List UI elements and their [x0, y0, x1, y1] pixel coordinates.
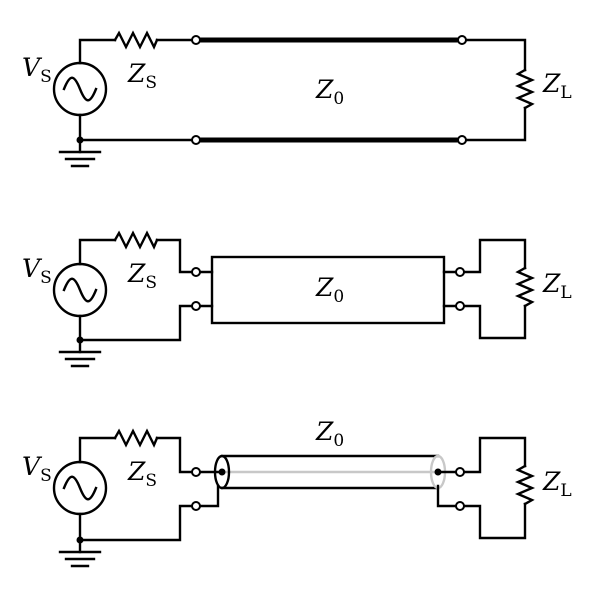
wire-source-top-1	[78, 38, 117, 65]
label-vs-2: VS	[22, 254, 52, 288]
ac-wave-icon	[62, 475, 98, 501]
resistor-zl-3	[514, 464, 536, 506]
wire-load-bottom-3	[460, 502, 527, 540]
terminal	[191, 501, 201, 511]
voltage-source-1	[52, 61, 108, 117]
label-zl-1: ZL	[542, 69, 572, 103]
ground-icon-3	[58, 536, 102, 568]
resistor-zs-1	[113, 30, 159, 50]
label-z0-2: Z0	[315, 273, 344, 307]
terminal	[191, 301, 201, 311]
wire-source-top-2	[78, 238, 117, 266]
resistor-zs-2	[113, 230, 159, 250]
terminal	[455, 267, 465, 277]
terminal	[455, 467, 465, 477]
wire-load-top-2	[460, 238, 527, 274]
wire-source-bottom-3	[78, 504, 196, 542]
terminal	[455, 501, 465, 511]
label-zs-1: ZS	[127, 59, 157, 93]
terminal	[455, 301, 465, 311]
resistor-zl-2	[514, 266, 536, 308]
wire-load-bottom-2	[460, 304, 527, 340]
panel-black-box: VS ZS Z0 ZL	[22, 230, 572, 368]
terminal	[457, 35, 467, 45]
voltage-source-2	[52, 262, 108, 318]
ac-wave-icon	[62, 76, 98, 102]
label-z0-3: Z0	[315, 417, 344, 451]
panel-coaxial: VS ZS Z0 ZL	[22, 417, 572, 568]
label-zl-2: ZL	[542, 269, 572, 303]
ground-icon-1	[58, 136, 102, 168]
box-leads-left	[196, 270, 214, 308]
terminal	[191, 467, 201, 477]
wire-load-top-1	[462, 38, 527, 72]
label-vs-3: VS	[22, 452, 52, 486]
box-leads-right	[442, 270, 460, 308]
label-zs-2: ZS	[127, 259, 157, 293]
ground-icon-2	[58, 336, 102, 368]
line-box	[210, 255, 446, 325]
wire-source-bottom-1	[78, 113, 196, 142]
wire-load-bottom-1	[462, 106, 527, 142]
terminal	[191, 267, 201, 277]
label-zl-3: ZL	[542, 467, 572, 501]
lead-shield-right	[436, 484, 460, 508]
label-vs-1: VS	[22, 53, 52, 87]
terminal	[191, 35, 201, 45]
resistor-zs-3	[113, 428, 159, 448]
wire-zs-to-box-2	[155, 238, 196, 274]
terminal	[191, 135, 201, 145]
terminal	[457, 135, 467, 145]
label-zs-3: ZS	[127, 457, 157, 491]
voltage-source-3	[52, 460, 108, 516]
panel-two-wire-line: VS ZS Z0 ZL	[22, 30, 572, 168]
coax-cable	[213, 454, 447, 490]
wire-source-bottom-2	[78, 304, 196, 342]
wire-source-top-3	[78, 436, 117, 464]
label-z0-1: Z0	[315, 75, 344, 109]
wire-zs-to-coax-3	[155, 436, 196, 474]
lead-shield-left	[196, 484, 220, 508]
coax-shield-outline	[220, 454, 440, 490]
ac-wave-icon	[62, 277, 98, 303]
wire-load-top-3	[460, 436, 527, 474]
resistor-zl-1	[514, 68, 536, 110]
